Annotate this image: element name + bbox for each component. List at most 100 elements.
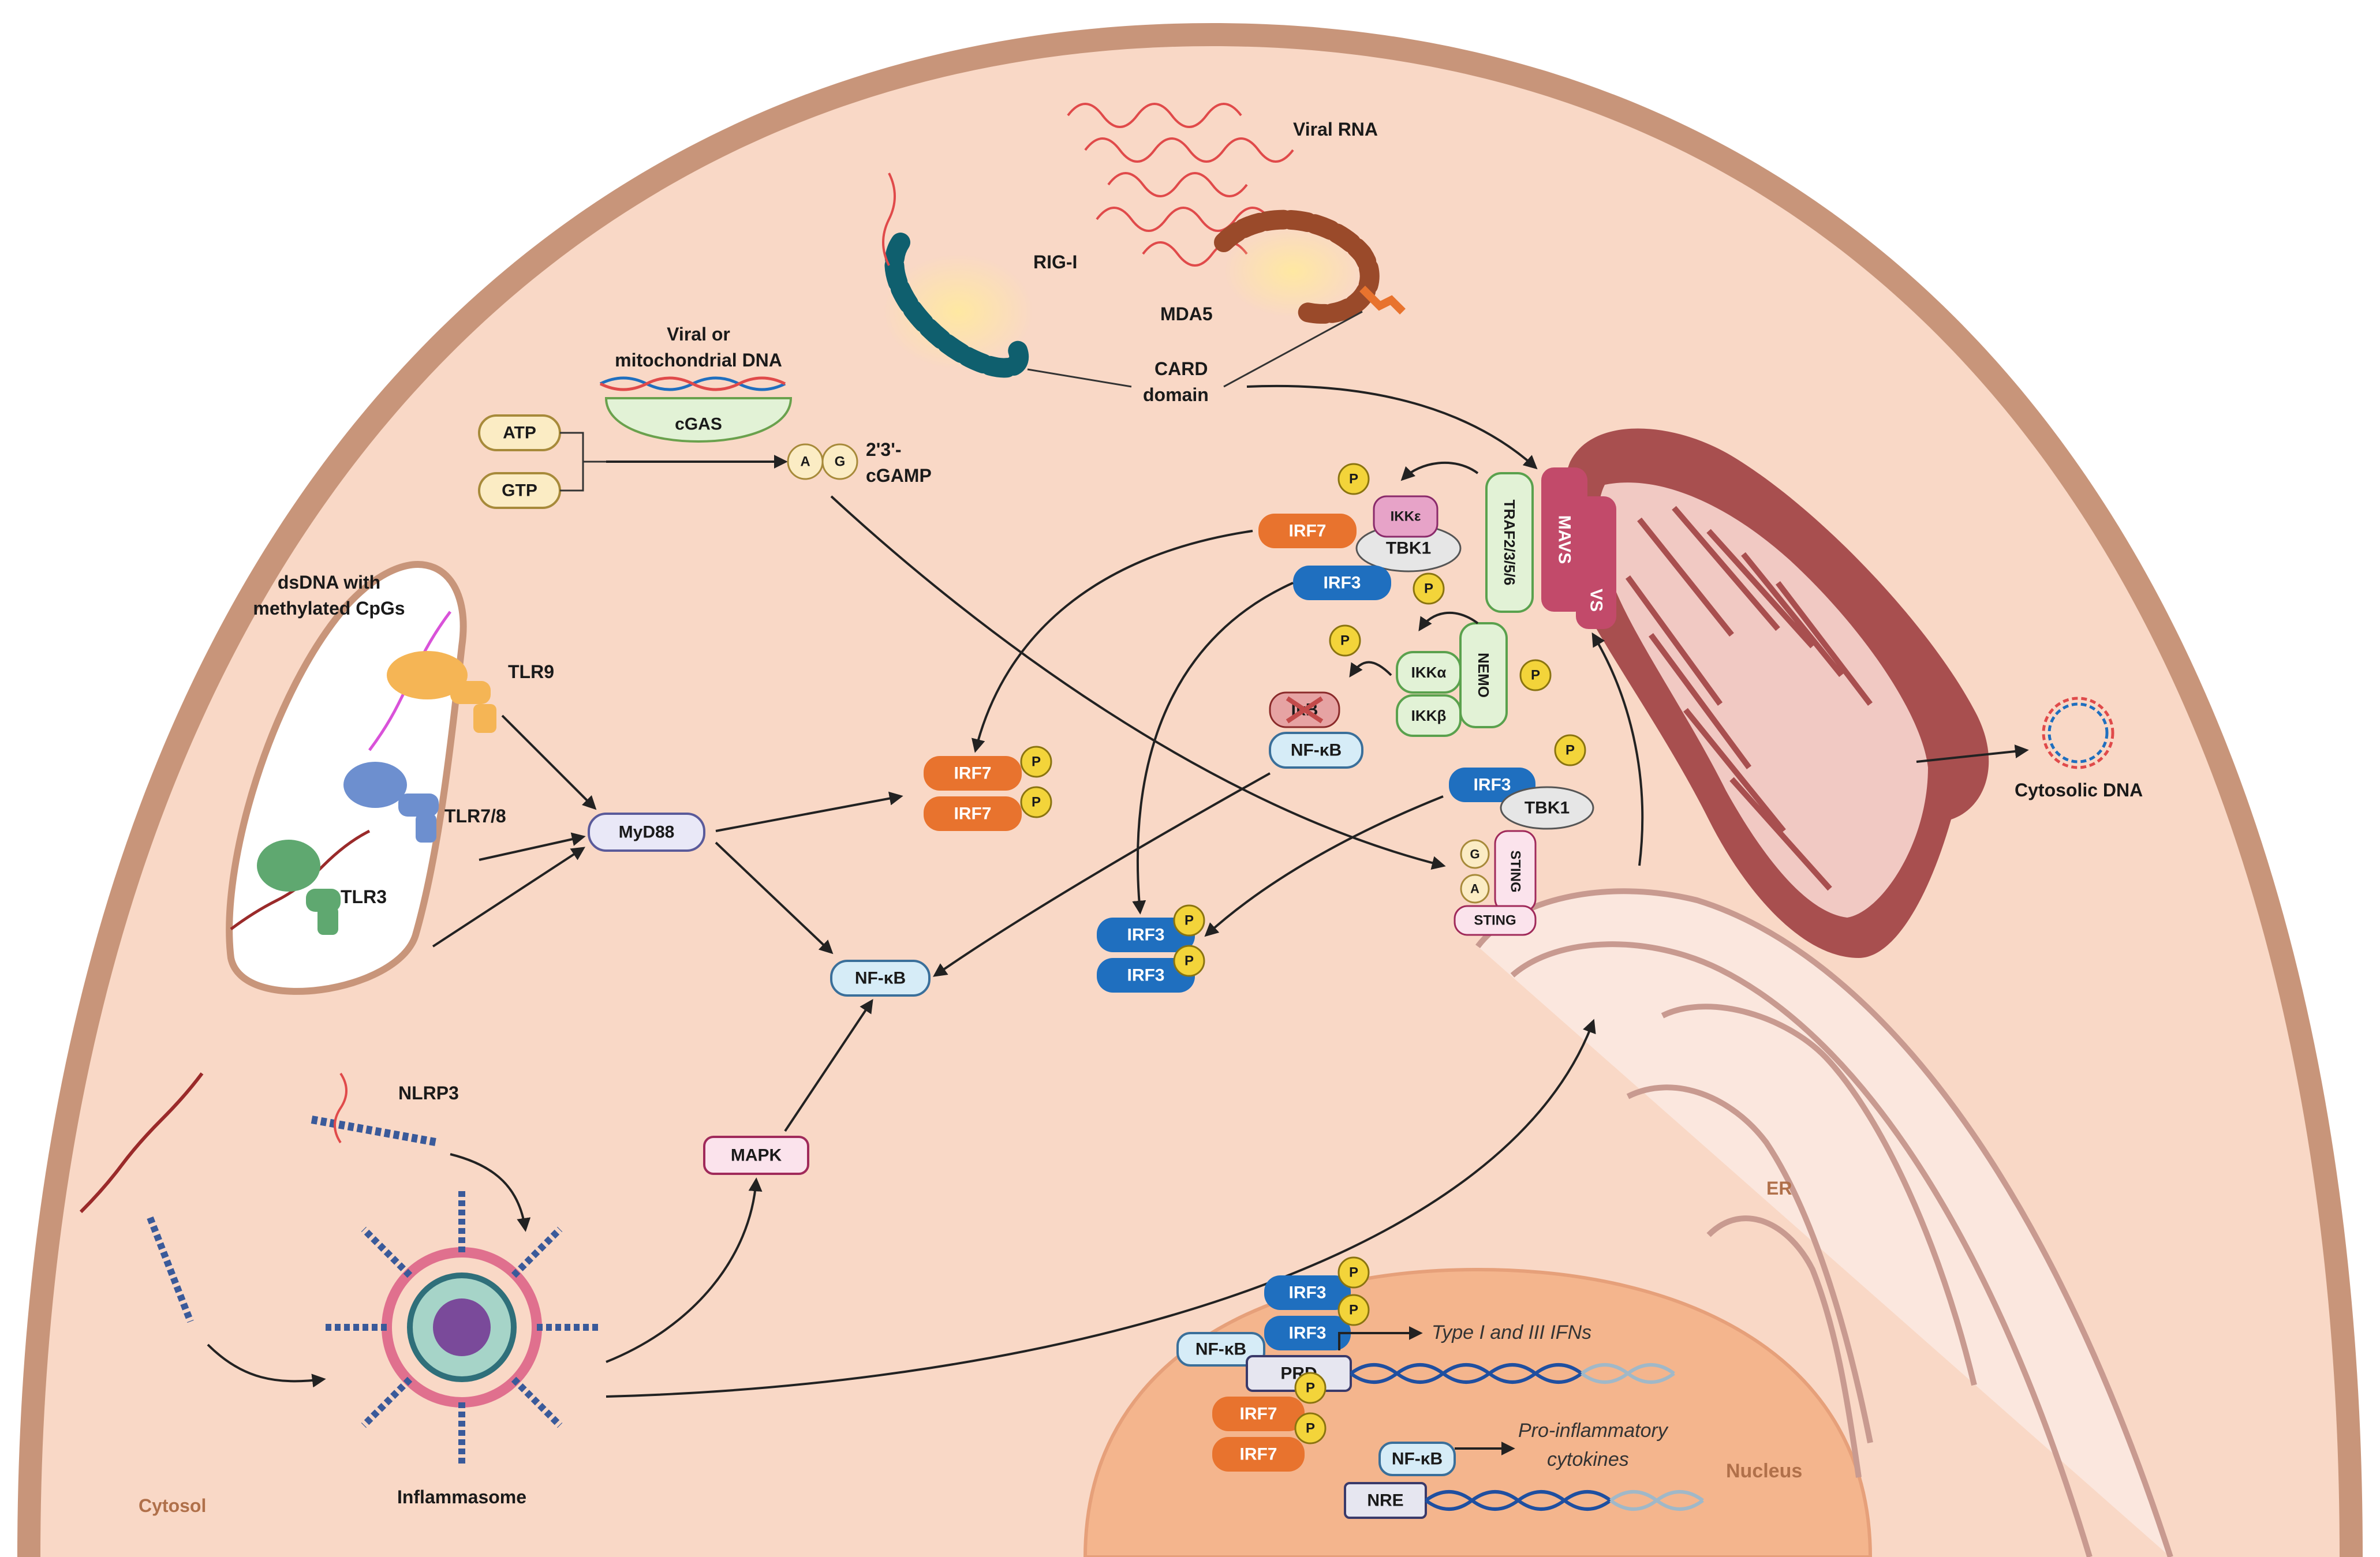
nuc-irf3-bottom [1264,1316,1351,1350]
nuc-irf7-bottom-label: IRF7 [1239,1445,1277,1464]
irf3-sting-label: IRF3 [1473,776,1511,795]
asc-protein [147,1216,194,1323]
nuc-irf7-top [1212,1397,1305,1431]
irf3d-phospho-1 [1173,904,1205,937]
proinf-label-1: Pro-inflammatory [1518,1420,1669,1442]
vs-label: VS [1587,589,1606,612]
mavs-node-2 [1576,496,1616,629]
ikkb-label: IKKβ [1411,707,1447,724]
nemo-phospho-label: P [1531,668,1540,683]
rig-i-label: RIG-I [1033,252,1077,272]
arrow-irf3-to-dimer [1132,582,1294,915]
irf3c-phospho-label: P [1424,581,1433,597]
tlr3-label: TLR3 [341,886,387,907]
viral-dna-label-2: mitochondrial DNA [615,350,782,370]
arrow-inflammasome-to-mapk [606,1177,763,1363]
ifn-gene-dna-fade [1581,1363,1675,1384]
arrow-traf-to-nemo [1418,611,1479,631]
irf7-complex-label: IRF7 [1288,522,1326,541]
mda5-protein [1214,209,1380,324]
irf7-phospho-1-label: P [1032,754,1041,770]
ikb-phospho [1329,624,1361,657]
nuc-nfkb-label: NF-κB [1195,1340,1246,1359]
cristae [1625,506,1873,891]
nuc-nfkb-node [1176,1332,1265,1367]
irf3-complex [1293,566,1391,600]
nuc-irf7-phospho-2 [1294,1412,1327,1444]
nuc-irf3-phospho-1-label: P [1349,1265,1358,1281]
nre-label: NRE [1367,1491,1403,1510]
nemo-label: NEMO [1475,653,1492,698]
tlr78-label: TLR7/8 [444,806,506,826]
viral-dna-helix-red [599,376,786,391]
irf3-dimer-top-label: IRF3 [1127,926,1164,945]
nuc-irf3-phospho-2 [1337,1294,1370,1326]
sting-upper-label: STING [1508,850,1523,892]
tlr9-receptor [387,651,496,733]
arrow-traf-to-ikke [1400,461,1479,481]
cgamp-label-2: cGAMP [866,465,932,486]
card-domain-label-2: domain [1143,384,1209,405]
ikb-degraded-icon [1286,696,1324,724]
nuc-irf7-top-label: IRF7 [1239,1405,1277,1424]
irf3s-phospho [1554,734,1586,766]
nuc-irf7-phospho-1 [1294,1372,1327,1404]
nuc-irf7-phospho-1-label: P [1306,1380,1315,1396]
irf7-phospho-2-label: P [1032,795,1041,810]
tlr3-receptor [257,840,341,935]
sting-cgamp-g [1460,839,1490,869]
arrow-sting-to-mavs [1591,632,1644,866]
nlrp3-label: NLRP3 [398,1083,459,1103]
arrow-myd88-nfkb [715,841,834,955]
irf7c-phospho-label: P [1349,471,1358,487]
arrow-tlr78-myd88 [479,832,586,861]
nuc-irf3-phospho-2-label: P [1349,1303,1358,1318]
nemo-node [1459,622,1508,728]
irf3d-phospho-1-label: P [1185,913,1194,929]
irf3d-phospho-2 [1173,945,1205,977]
er-label: ER [1766,1178,1792,1199]
nfkb-center-label: NF-κB [855,969,906,988]
nuc-irf3-phospho-1 [1337,1256,1370,1289]
nre-nfkb-node [1378,1442,1456,1476]
cytosolic-dna-ring-blue [2048,702,2109,763]
nuc-irf7-bottom [1212,1437,1305,1472]
mda5-card [1359,286,1406,315]
arrow-cgamp-to-sting [830,495,1446,870]
cgamp-g-label: G [835,454,846,470]
tlr9-label: TLR9 [508,661,554,682]
traf-label: TRAF2/3/5/6 [1501,500,1518,586]
sting-lower [1454,905,1537,936]
arrow-card-to-mavs [1246,384,1538,470]
irf7-dimer-top-label: IRF7 [954,764,991,783]
irf3d-phospho-2-label: P [1185,953,1194,969]
cytosolic-dna-label: Cytosolic DNA [2015,780,2143,800]
atp-label: ATP [503,424,536,443]
rig-i-glow [883,254,1033,369]
card-domain-label-1: CARD [1154,358,1208,379]
mda5-label: MDA5 [1160,304,1213,324]
irf3c-phospho [1413,572,1445,605]
irf3-dimer-bottom [1097,958,1195,993]
arrow-sting-irf3-to-dimer [1204,795,1444,937]
nlrp3-protein [311,1116,440,1147]
irf7-dimer-bottom [924,796,1022,831]
sting-cgamp-a [1460,874,1490,904]
irf7-dimer-bottom-label: IRF7 [954,804,991,824]
myd88-label: MyD88 [619,823,675,842]
sting-lower-label: STING [1474,913,1516,929]
arrow-inflammasome-to-sting [606,1019,1596,1398]
mitochondrion-inner [1598,482,1928,918]
nuc-irf7-phospho-2-label: P [1306,1421,1315,1436]
nucleus-label: Nucleus [1726,1460,1802,1482]
ikka-label: IKKα [1411,664,1447,681]
tbk1-lower [1500,786,1594,830]
gtp-label: GTP [502,481,537,500]
rig-i-protein [884,233,1029,378]
cgas-enzyme [604,397,793,443]
ifn-gene-dna-2 [1350,1363,1583,1384]
mavs-label: MAVS [1555,515,1574,564]
traf-node [1485,472,1534,613]
ikke-label: IKKε [1391,509,1421,525]
